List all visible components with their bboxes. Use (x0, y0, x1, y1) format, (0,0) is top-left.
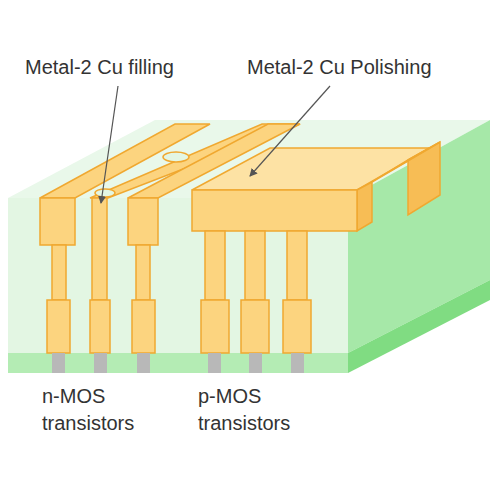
transistor-contacts (52, 353, 304, 373)
via-opening (95, 189, 115, 197)
side-substrate (348, 280, 490, 373)
n-vias (40, 198, 158, 353)
p-plate (192, 142, 440, 353)
leader-line (101, 86, 118, 203)
label-text: p-MOS transistors (198, 383, 318, 437)
label-text: Metal-2 Cu Polishing (247, 54, 492, 81)
label-text: Metal-2 Cu filling (25, 54, 255, 81)
via-opening (163, 152, 189, 162)
leader-line (250, 86, 330, 176)
front-substrate (8, 353, 348, 373)
label-text: n-MOS transistors (42, 383, 162, 437)
